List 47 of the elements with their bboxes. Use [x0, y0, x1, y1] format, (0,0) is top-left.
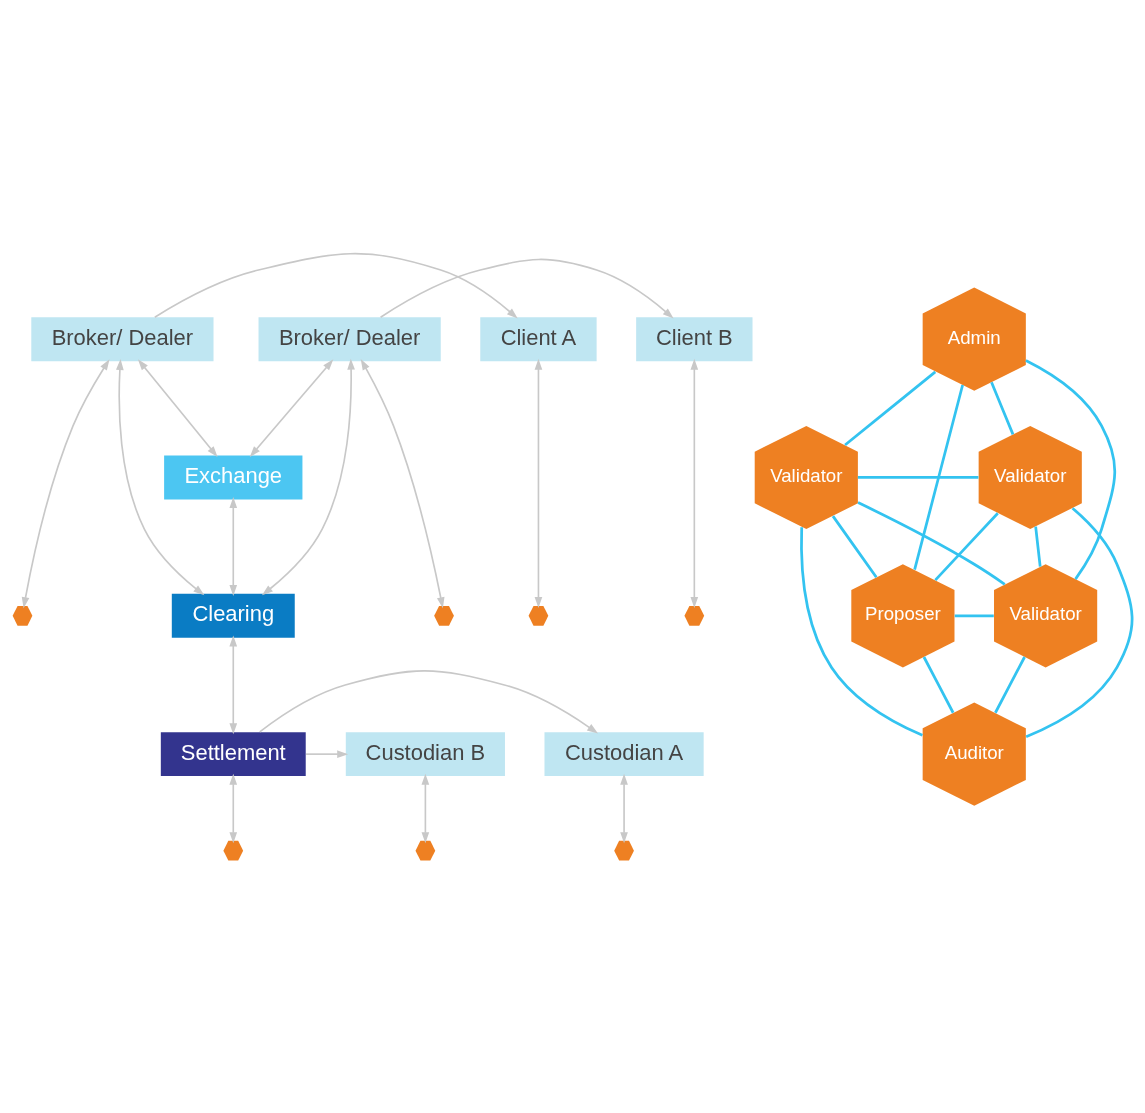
arrow — [249, 358, 334, 457]
arrow — [21, 358, 110, 608]
arrow — [154, 252, 518, 319]
connector — [934, 511, 999, 581]
node-box: Custodian A — [544, 731, 704, 776]
arrow — [229, 634, 238, 734]
arrow — [421, 773, 430, 843]
arrow — [360, 358, 445, 608]
arrow — [379, 258, 674, 319]
connector — [800, 526, 923, 737]
arrow — [534, 358, 543, 608]
connector — [857, 500, 1006, 585]
node-hexagon — [12, 605, 33, 626]
arrow — [116, 358, 205, 595]
connector — [844, 370, 937, 446]
connector — [831, 514, 878, 578]
node-box: Custodian B — [345, 731, 505, 776]
connector — [1034, 525, 1042, 567]
node-box: Client B — [636, 316, 753, 361]
node-hexagon — [684, 605, 705, 626]
connector — [990, 381, 1015, 435]
arrow — [229, 773, 238, 843]
arrow — [258, 669, 599, 734]
node-box: Exchange — [164, 455, 303, 499]
arrow — [305, 749, 349, 758]
connector — [857, 475, 979, 479]
node-box: Clearing — [171, 593, 295, 638]
connector — [1025, 506, 1134, 738]
connector — [994, 655, 1026, 713]
node-hexagon — [528, 605, 549, 626]
connector — [954, 613, 994, 617]
connector — [913, 384, 964, 570]
node-box: Settlement — [160, 731, 306, 776]
connector — [922, 655, 955, 713]
arrow — [137, 358, 218, 457]
node-box: Client A — [480, 316, 597, 361]
arrow — [261, 358, 355, 595]
node-hexagon — [434, 605, 454, 626]
arrow — [690, 358, 699, 608]
node-hexagon — [223, 840, 244, 861]
connector — [1025, 358, 1117, 580]
node-box: Broker/ Dealer — [258, 316, 441, 361]
node-hexagon — [614, 840, 634, 861]
arrow — [620, 773, 628, 843]
node-box: Broker/ Dealer — [31, 316, 214, 361]
arrow — [229, 496, 238, 596]
node-hexagon — [415, 840, 436, 861]
